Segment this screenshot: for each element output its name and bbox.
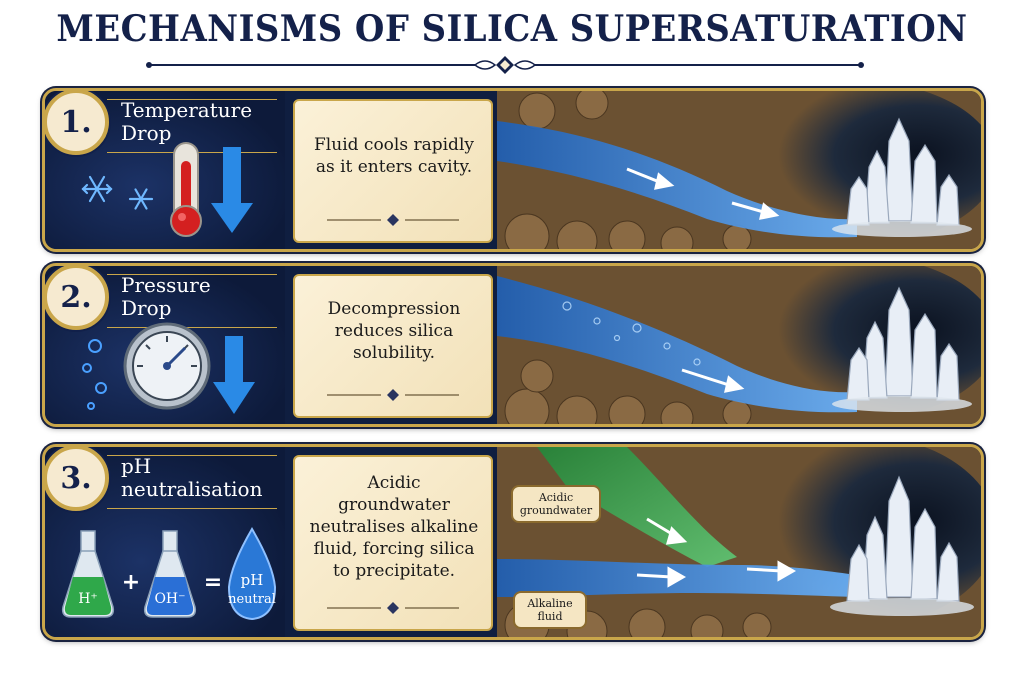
panel-1-left: Temperature Drop [45, 91, 285, 249]
panel-1-heading: Temperature Drop [121, 99, 281, 145]
panel-ph-neutralisation: pH neutralisation H⁺ + OH⁻ = pH neutral [42, 444, 984, 640]
acid-flask-label: H⁺ [78, 591, 98, 607]
label-frame [107, 274, 277, 328]
pressure-gauge-icon [123, 322, 211, 410]
panel-2-description: Decompression reduces silica solubility. [327, 299, 461, 363]
quartz-crystals-icon [846, 286, 960, 401]
panel-3-heading-line1: pH [121, 454, 152, 478]
panel-3-heading: pH neutralisation [121, 455, 281, 501]
plus-sign: + [122, 570, 140, 595]
panel-3-description: Acidic groundwater neutralises alkaline … [309, 473, 479, 581]
panel-2-heading-line2: Drop [121, 296, 172, 320]
panel-2-number: 2. [45, 266, 109, 330]
panel-3-left: pH neutralisation H⁺ + OH⁻ = pH neutral [45, 447, 285, 637]
panel-3-description-card: Acidic groundwater neutralises alkaline … [293, 455, 493, 631]
cavity-scene-3 [497, 447, 981, 637]
panel-1-description: Fluid cools rapidly as it enters cavity. [314, 135, 474, 177]
snowflake-icon [81, 175, 154, 210]
bubbles-in-fluid [562, 301, 701, 366]
panel-1-heading-line1: Temperature [121, 98, 253, 122]
tag-alkaline-fluid: Alkaline fluid [513, 591, 587, 629]
panel-2-heading: Pressure Drop [121, 274, 281, 320]
acidic-groundwater-stream [537, 447, 737, 567]
base-flask-icon [143, 530, 197, 618]
thermometer-icon [170, 142, 202, 237]
cavity-scene-2 [497, 266, 981, 424]
base-flask-label: OH⁻ [154, 591, 185, 607]
flow-arrow-icon [636, 517, 797, 588]
panel-2-left: Pressure Drop 2. [45, 266, 285, 424]
panel-pressure-drop: Pressure Drop 2. Dec [42, 263, 984, 427]
tag-acidic-groundwater: Acidic groundwater [511, 485, 601, 523]
panel-1-icons [81, 142, 253, 237]
fluid-stream [497, 276, 857, 413]
flow-arrow-icon [681, 368, 745, 393]
drop-label-line2: neutral [228, 592, 276, 607]
drop-label-line1: pH [241, 571, 264, 589]
bubble-icon [82, 339, 107, 410]
panel-3-icons: H⁺ + OH⁻ = pH neutral [61, 527, 277, 621]
cavity-scene-1 [497, 91, 981, 249]
panel-1-number: 1. [45, 91, 109, 155]
panel-2-description-card: Decompression reduces silica solubility. [293, 274, 493, 418]
title-divider [146, 56, 864, 74]
ornament-divider [327, 214, 459, 226]
acid-flask-icon [61, 530, 115, 618]
panel-temperature-drop: Temperature Drop [42, 88, 984, 252]
neutral-drop-icon [227, 527, 277, 621]
panel-1-heading-line2: Drop [121, 121, 172, 145]
label-frame [107, 455, 277, 509]
down-arrow-icon [213, 336, 255, 414]
panel-3-heading-line2: neutralisation [121, 477, 263, 501]
flow-arrow-icon [626, 167, 780, 220]
equals-sign: = [204, 570, 222, 595]
panel-2-icons [82, 322, 255, 414]
quartz-crystals-icon [846, 117, 960, 226]
down-arrow-icon [211, 147, 253, 233]
panel-3-number: 3. [45, 447, 109, 511]
panel-2-heading-line1: Pressure [121, 273, 211, 297]
panel-1-description-card: Fluid cools rapidly as it enters cavity. [293, 99, 493, 243]
ornament-divider [327, 389, 459, 401]
page-title: MECHANISMS OF SILICA SUPERSATURATION [56, 8, 968, 50]
ornament-divider [327, 602, 459, 614]
